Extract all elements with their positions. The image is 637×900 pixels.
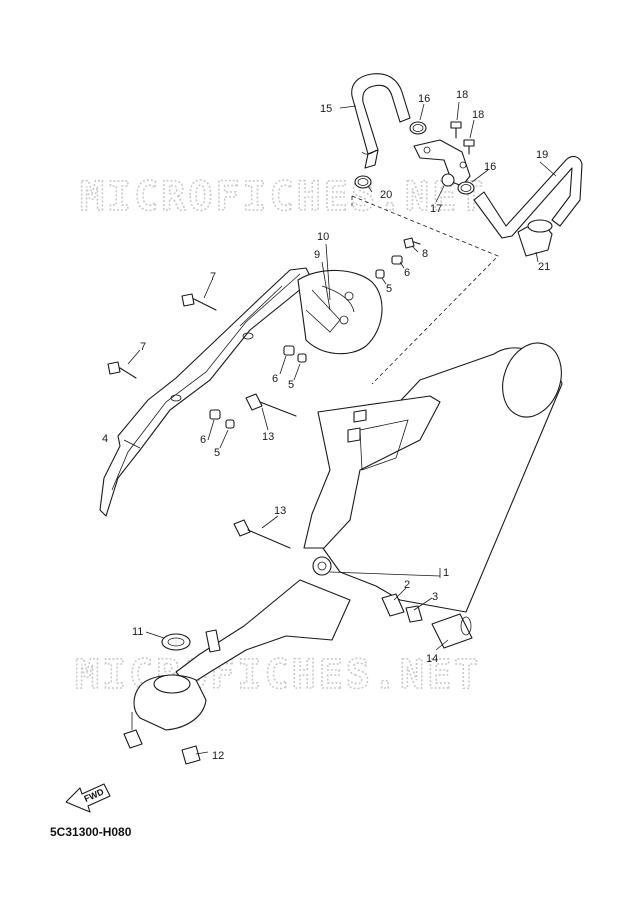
callout-13-a: 13 [262,431,274,443]
washer-3[interactable] [405,605,423,623]
callout-16-b: 16 [484,161,496,173]
heat-guard-9[interactable] [297,269,383,355]
callout-7-b: 7 [140,341,146,353]
callout-10: 10 [317,231,329,243]
bolt-13-lower[interactable] [233,519,291,549]
callout-6-a: 6 [404,267,410,279]
callout-12: 12 [212,750,224,762]
callout-11: 11 [132,626,143,638]
spacer-5-b[interactable] [297,353,307,363]
leader-lines [123,101,557,755]
bolt-18-b[interactable] [463,139,475,155]
hose-clamp-16-top[interactable] [409,121,427,135]
bolt-7-a[interactable] [181,293,217,311]
callout-15: 15 [320,103,332,115]
bolt-13-upper[interactable] [245,393,297,417]
callout-6-c: 6 [200,434,206,446]
nut-12-b[interactable] [181,745,201,765]
callout-6-b: 6 [272,373,278,385]
watermark-top: MICROFICHES.NET [80,174,486,220]
callout-1: 1 [443,567,449,579]
callout-14: 14 [426,653,438,665]
collar-6-a[interactable] [391,255,403,265]
callout-5-c: 5 [214,447,220,459]
gasket-11[interactable] [161,633,191,651]
callout-5-b: 5 [288,379,294,391]
hose-clamp-20[interactable] [354,175,372,189]
collar-2[interactable] [381,593,405,617]
bolt-7-b[interactable] [107,361,137,379]
callout-9: 9 [314,249,320,261]
callout-4: 4 [102,433,108,445]
callout-16-a: 16 [418,93,430,105]
hose-19[interactable] [473,155,583,239]
spacer-14[interactable] [431,613,473,649]
callout-3: 3 [432,591,438,603]
muffler-1[interactable] [303,335,571,613]
callout-5-a: 5 [386,283,392,295]
callout-19: 19 [536,149,548,161]
callout-labels: 1 2 3 4 5 5 5 6 6 6 7 7 8 9 10 11 12 13 … [102,89,550,762]
diagram-code: 5C31300-H080 [50,825,132,839]
callout-8: 8 [422,248,428,260]
nut-12-a[interactable] [123,729,143,749]
dashed-guide-right [351,195,499,385]
bolt-8[interactable] [403,237,421,249]
air-filter-21[interactable] [517,219,553,257]
hose-clamp-16-right[interactable] [457,181,475,195]
bolt-18-a[interactable] [450,121,462,139]
forward-direction-arrow: FWD [65,783,111,813]
callout-17: 17 [430,203,442,215]
callout-13-b: 13 [274,505,286,517]
callout-7-a: 7 [210,271,216,283]
watermark-bottom: MICROFICHES.NET [75,652,481,698]
muffler-protector-4[interactable] [99,267,313,517]
callout-21: 21 [538,261,550,273]
collar-6-c[interactable] [209,409,221,420]
exhaust-pipe[interactable] [133,579,351,731]
callout-2: 2 [404,579,410,591]
callout-18-b: 18 [472,109,484,121]
collar-6-b[interactable] [283,345,295,356]
callout-20: 20 [380,189,392,201]
spacer-5-c[interactable] [225,419,235,429]
callout-18-a: 18 [456,89,468,101]
hose-15[interactable] [351,73,411,169]
spacer-5-a[interactable] [375,269,385,279]
reed-valve-bracket-17[interactable] [413,139,471,187]
